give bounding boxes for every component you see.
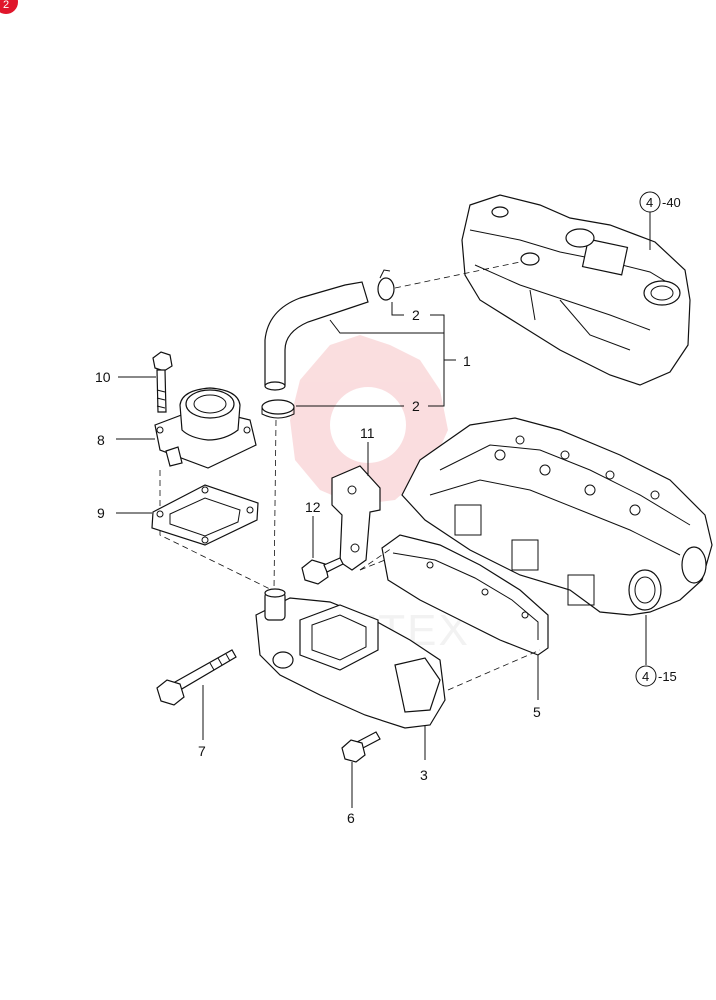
svg-text:2: 2	[3, 0, 9, 11]
svg-text:4: 4	[642, 669, 649, 684]
callout-7: 7	[198, 743, 206, 759]
callout-10: 10	[95, 369, 111, 385]
callout-5: 5	[533, 704, 541, 720]
cylinder-head	[401, 417, 713, 616]
breather-hose	[264, 281, 369, 391]
callout-3: 3	[420, 767, 428, 783]
hose-clip-upper	[377, 261, 521, 301]
hose-clip-lower	[261, 399, 295, 591]
callout-12: 12	[305, 499, 321, 515]
callout-bracket-1-2	[296, 302, 456, 407]
bracket-bolt	[301, 516, 344, 585]
callout-9: 9	[97, 505, 105, 521]
elbow-gasket	[116, 484, 259, 546]
callout-6: 6	[347, 810, 355, 826]
svg-text:-15: -15	[658, 669, 677, 684]
reference-callout-4-40: 4 -40	[639, 191, 681, 250]
callout-11: 11	[360, 425, 375, 441]
manifold-gasket	[381, 534, 549, 700]
reference-callout-4-15: 4 -15	[635, 615, 677, 687]
callout-2-upper: 2	[412, 307, 420, 323]
svg-text:4: 4	[646, 195, 653, 210]
inlet-elbow	[116, 387, 273, 591]
callout-2-lower: 2	[412, 398, 420, 414]
lifting-bracket	[331, 442, 393, 571]
page-badge: 2	[0, 0, 18, 14]
intake-manifold	[255, 559, 446, 760]
callout-8: 8	[97, 432, 105, 448]
manifold-bolt-long	[156, 649, 237, 740]
callout-1: 1	[463, 353, 471, 369]
elbow-bolt	[118, 351, 173, 413]
manifold-bolt-short	[341, 731, 381, 808]
head-cover	[461, 194, 691, 386]
svg-text:-40: -40	[662, 195, 681, 210]
